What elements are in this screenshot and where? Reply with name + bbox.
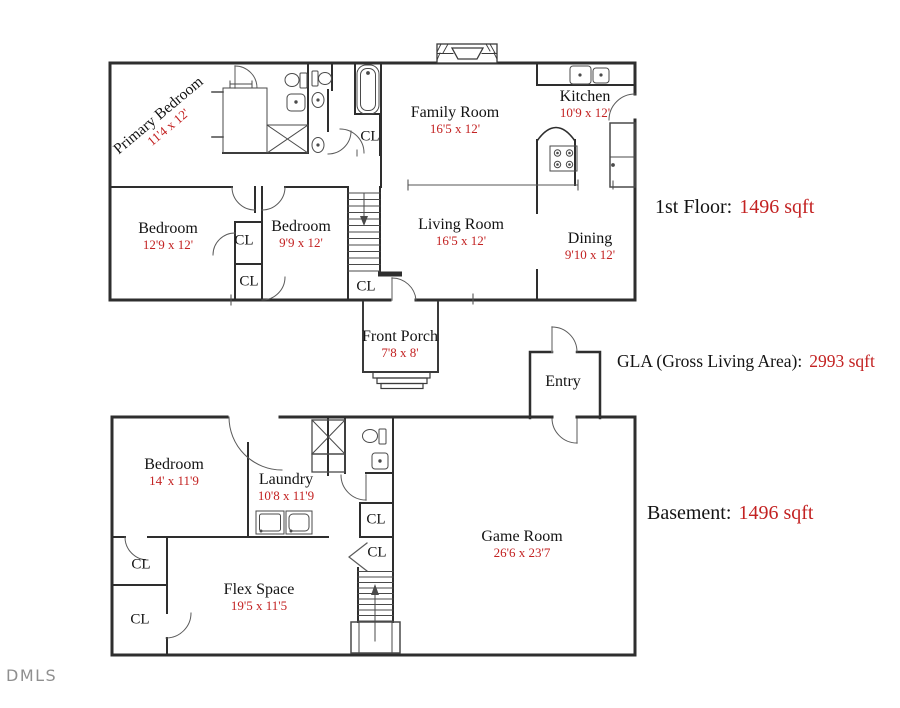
kitchen-fixtures [549,65,636,188]
first-floor-stairs-icon [347,192,402,277]
gla-header: GLA (Gross Living Area): 2993 sqft [617,351,875,372]
entry-doors [551,326,578,444]
basement-fixtures [255,419,389,535]
closet-label: CL [360,128,380,145]
room-label-family-room: Family Room 16'5 x 12' [410,104,500,136]
room-label-flex-space: Flex Space 19'5 x 11'5 [223,581,295,613]
entry-walls [528,350,602,420]
gla-sqft: 2993 sqft [809,351,875,371]
closet-label: CL [239,273,259,290]
basement-header: Basement: 1496 sqft [647,502,813,525]
basement-stairs-icon [350,571,401,654]
room-label-game-room: Game Room 26'6 x 23'7 [481,528,563,560]
room-label-entry: Entry [545,373,581,391]
front-porch-walls [362,301,439,390]
gla-title: GLA (Gross Living Area): [617,351,803,371]
closet-label: CL [131,556,151,573]
bathroom-fixtures [211,64,380,154]
closet-label: CL [366,511,386,528]
room-label-basement-bedroom: Bedroom 14' x 11'9 [144,456,204,488]
basement-interior-walls [111,416,394,656]
basement-sqft: 1496 sqft [738,502,814,524]
room-label-bedroom-2: Bedroom 9'9 x 12' [271,218,331,250]
basement-doors [124,416,368,639]
room-label-living-room: Living Room 16'5 x 12' [418,216,504,248]
first-floor-doors [212,65,636,301]
room-label-kitchen: Kitchen 10'9 x 12' [559,88,611,120]
room-label-laundry: Laundry 10'8 x 11'9 [257,471,315,503]
first-floor-sqft: 1496 sqft [739,196,815,218]
closet-label: CL [234,232,254,249]
watermark-logo: DMLS [6,666,58,685]
closet-label: CL [130,611,150,628]
room-label-dining: Dining 9'10 x 12' [564,230,616,262]
chimney-icon [436,43,498,64]
room-label-front-porch: Front Porch 7'8 x 8' [362,328,438,360]
first-floor-title: 1st Floor: [655,196,733,218]
room-divider-line [230,179,614,306]
first-floor-header: 1st Floor: 1496 sqft [655,196,814,219]
closet-label: CL [367,544,387,561]
room-label-bedroom-1: Bedroom 12'9 x 12' [138,220,198,252]
basement-title: Basement: [647,502,732,524]
closet-label: CL [356,278,376,295]
